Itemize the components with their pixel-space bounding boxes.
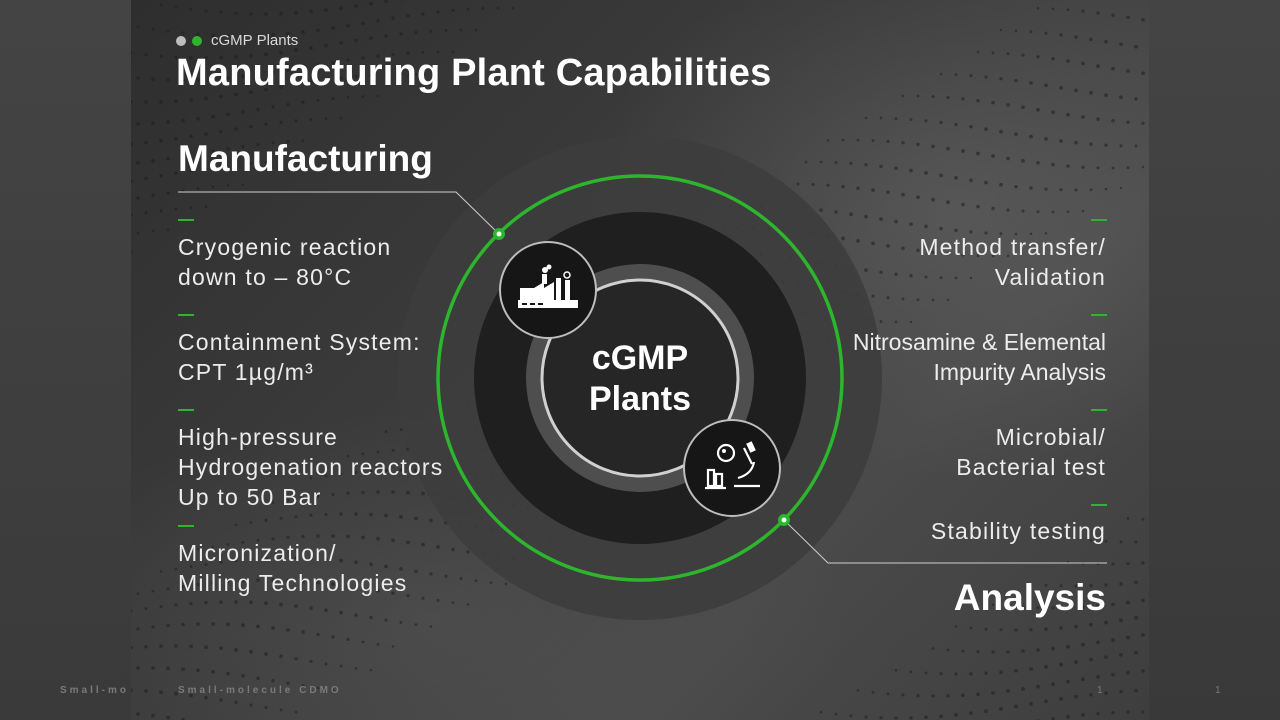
manufacturing-item-4-line2: Milling Technologies: [178, 570, 408, 596]
left-margin-panel: [0, 0, 131, 720]
bullet-dash: [178, 409, 194, 411]
bullet-dash: [1091, 314, 1107, 316]
microscope-lab-icon: [683, 419, 781, 517]
manufacturing-heading: Manufacturing: [178, 138, 433, 179]
analysis-item-4-line1: Stability testing: [930, 518, 1106, 544]
analysis-item-1: Method transfer/ Validation: [919, 232, 1106, 292]
center-label-line2: Plants: [588, 380, 692, 418]
analysis-item-2: Nitrosamine & Elemental Impurity Analysi…: [853, 327, 1106, 387]
manufacturing-item-3: High-pressure Hydrogenation reactors Up …: [178, 422, 443, 512]
manufacturing-item-2-line1: Containment System:: [178, 329, 421, 355]
bullet-dash: [178, 219, 194, 221]
analysis-item-3: Microbial/ Bacterial test: [956, 422, 1106, 482]
eyebrow: cGMP Plants: [176, 32, 298, 49]
center-disc: [540, 278, 740, 478]
analysis-item-1-line1: Method transfer/: [919, 234, 1106, 260]
green-dot-icon: [192, 35, 202, 46]
analysis-heading: Analysis: [953, 577, 1106, 618]
analysis-item-2-line2: Impurity Analysis: [933, 359, 1106, 385]
analysis-item-3-line2: Bacterial test: [956, 454, 1106, 480]
manufacturing-item-1: Cryogenic reaction down to – 80°C: [178, 232, 391, 292]
page-number: 1: [1097, 685, 1103, 696]
analysis-connector-line: [783, 519, 1107, 564]
footer-label-cropped: Small-mo: [60, 685, 130, 696]
bullet-dash: [178, 525, 194, 527]
analysis-item-2-line1: Nitrosamine & Elemental: [852, 329, 1106, 355]
manufacturing-item-3-line1: High-pressure: [178, 424, 339, 450]
page-title: Manufacturing Plant Capabilities: [176, 52, 772, 94]
factory-icon: [499, 241, 597, 339]
green-ring: [436, 174, 844, 582]
bullet-dash: [1091, 219, 1107, 221]
center-label-line1: cGMP: [591, 339, 689, 377]
bullet-dash: [178, 314, 194, 316]
manufacturing-item-3-line2: Hydrogenation reactors: [178, 454, 444, 480]
manufacturing-item-2: Containment System: CPT 1µg/m³: [178, 327, 421, 387]
analysis-item-1-line2: Validation: [994, 264, 1106, 290]
manufacturing-item-4-line1: Micronization/: [178, 540, 337, 566]
bullet-dash: [1091, 409, 1107, 411]
page-number-margin: 1: [1215, 685, 1221, 696]
manufacturing-item-1-line2: down to – 80°C: [178, 264, 353, 290]
manufacturing-item-3-line3: Up to 50 Bar: [178, 484, 322, 510]
grey-dot-icon: [176, 35, 186, 46]
manufacturing-item-2-line2: CPT 1µg/m³: [178, 359, 315, 385]
analysis-item-4: Stability testing: [931, 516, 1106, 546]
center-label: cGMP Plants: [560, 338, 720, 420]
manufacturing-item-1-line1: Cryogenic reaction: [178, 234, 392, 260]
bullet-dash: [1091, 504, 1107, 506]
eyebrow-label: cGMP Plants: [211, 32, 299, 49]
manufacturing-connector-line: [178, 191, 500, 235]
right-margin-panel: [1149, 0, 1280, 720]
footer-label: Small-molecule CDMO: [178, 685, 342, 696]
manufacturing-item-4: Micronization/ Milling Technologies: [178, 538, 407, 598]
analysis-item-3-line1: Microbial/: [995, 424, 1106, 450]
